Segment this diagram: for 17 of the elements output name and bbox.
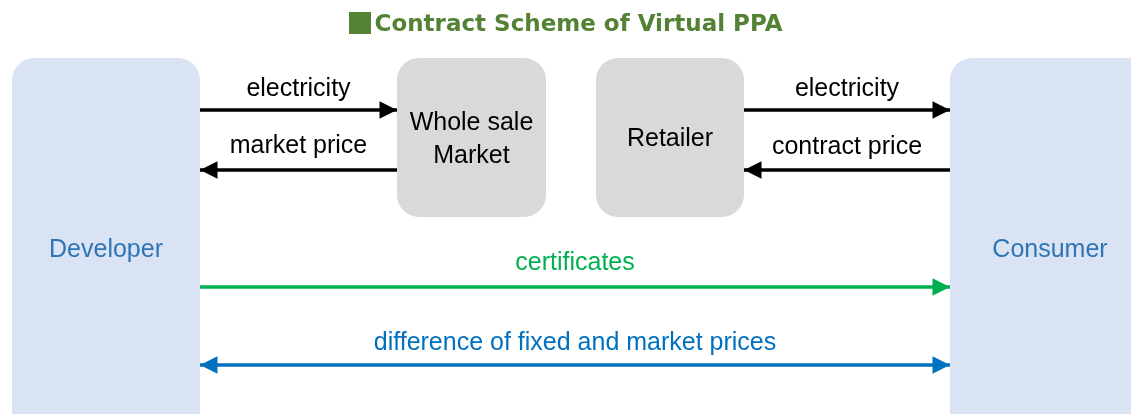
arrow xyxy=(200,356,950,374)
party-box xyxy=(12,58,200,414)
edge-label: electricity xyxy=(244,74,353,102)
edge-label: difference of fixed and market prices xyxy=(371,328,779,356)
node-label: Whole sale Market xyxy=(408,106,535,170)
retailer-box xyxy=(596,58,744,217)
node-label: Developer xyxy=(49,232,163,264)
party-box xyxy=(950,58,1131,414)
node-label: Retailer xyxy=(626,122,714,154)
diagram-title: Contract Scheme of Virtual PPA xyxy=(374,10,783,36)
arrow xyxy=(200,161,397,179)
arrow xyxy=(200,278,950,296)
market-box xyxy=(397,58,546,217)
arrow xyxy=(744,101,950,119)
arrow xyxy=(200,101,397,119)
node-label: Consumer xyxy=(992,232,1108,264)
arrow xyxy=(744,161,950,179)
